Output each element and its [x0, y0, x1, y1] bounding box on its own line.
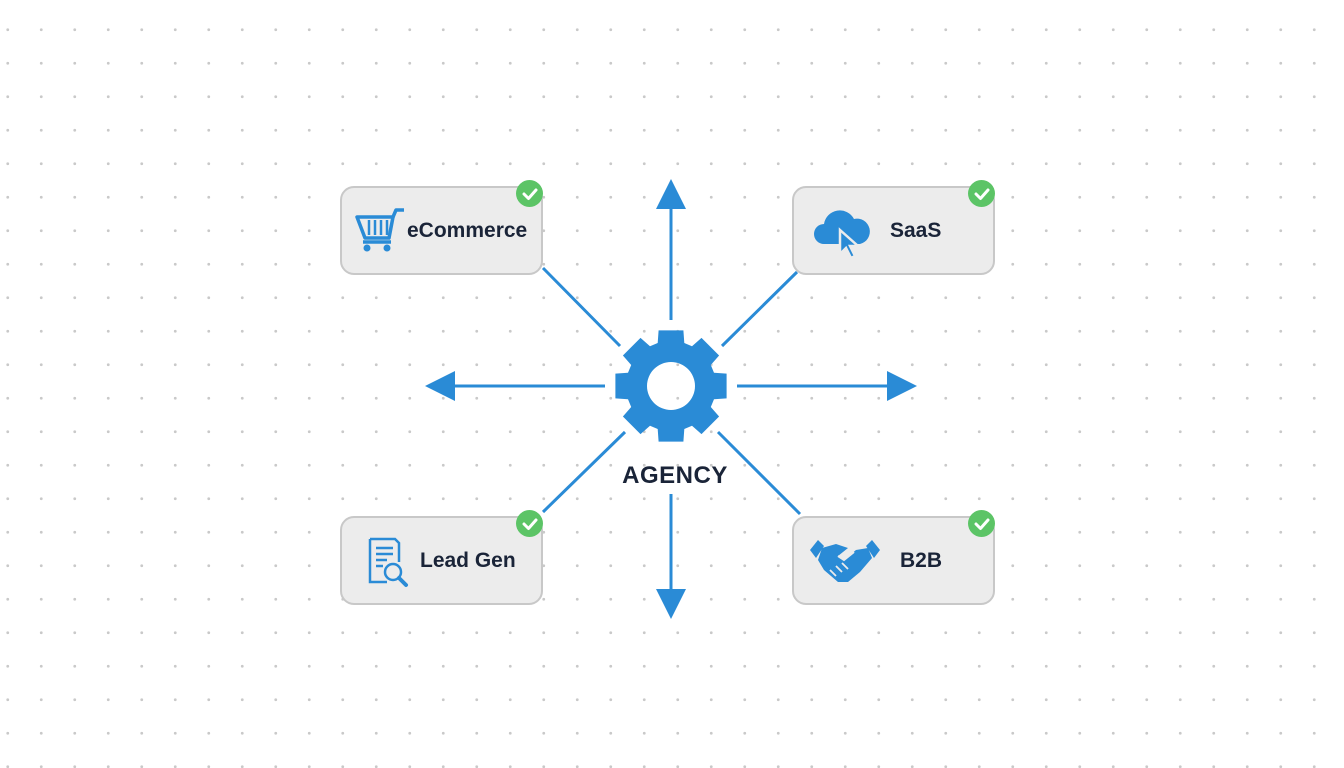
- node-label: B2B: [900, 548, 943, 572]
- check-icon: [968, 510, 995, 537]
- node-lead-gen[interactable]: Lead Gen: [340, 510, 543, 605]
- node-label: eCommerce: [407, 218, 528, 242]
- node-ecommerce[interactable]: eCommerce: [340, 180, 543, 275]
- connector-b2b: [716, 430, 802, 516]
- check-icon: [516, 510, 543, 537]
- check-icon: [516, 180, 543, 207]
- handshake-icon: [810, 540, 880, 582]
- shopping-cart-icon: [355, 208, 404, 252]
- check-icon: [968, 180, 995, 207]
- gear-icon: [615, 330, 727, 442]
- cloud-cursor-icon: [814, 210, 870, 260]
- connector-ecommerce: [541, 266, 622, 348]
- node-label: SaaS: [890, 218, 942, 242]
- center-label: AGENCY: [622, 462, 728, 489]
- document-search-icon: [368, 537, 408, 587]
- node-saas[interactable]: SaaS: [792, 180, 995, 275]
- node-label: Lead Gen: [420, 548, 516, 572]
- connector-leadgen: [541, 430, 627, 514]
- connector-saas: [720, 270, 799, 348]
- node-b2b[interactable]: B2B: [792, 510, 995, 605]
